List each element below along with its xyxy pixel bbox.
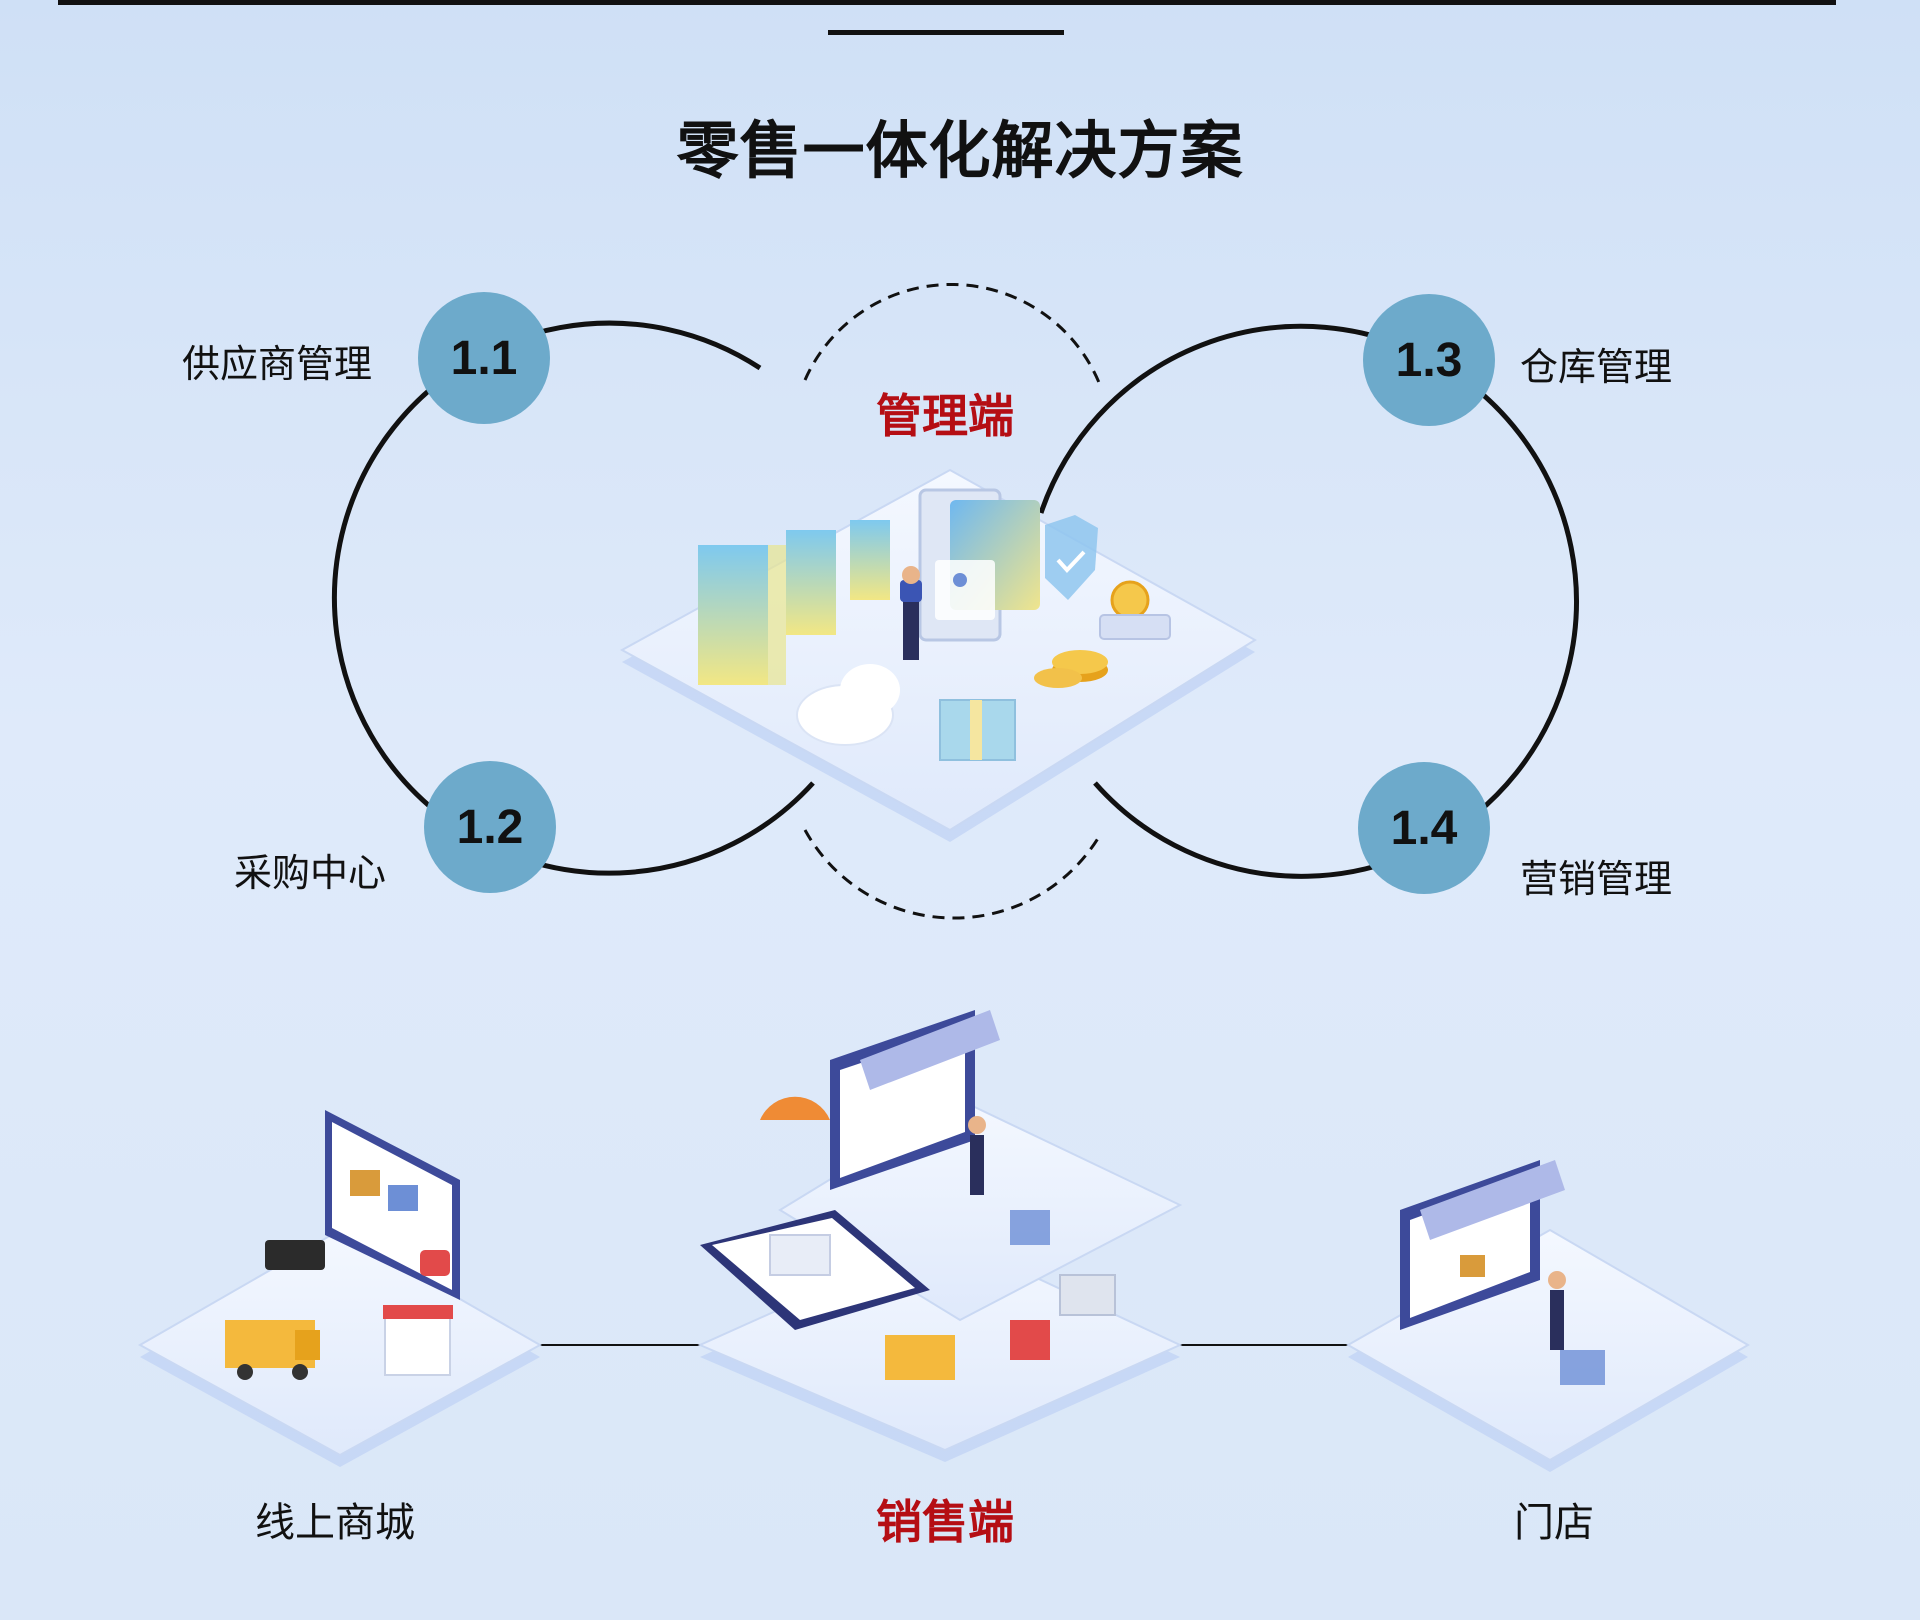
module-badge-1-4: 1.4 — [1358, 762, 1490, 894]
right-loop — [1038, 323, 1579, 879]
management-end-label: 管理端 — [876, 389, 1014, 443]
management-platform-illustration — [619, 468, 1257, 842]
module-label-supplier-management: 供应商管理 — [182, 342, 373, 386]
sales-hub-illustration — [697, 1010, 1183, 1462]
module-label-marketing-management: 营销管理 — [1520, 857, 1673, 901]
left-loop — [331, 320, 815, 876]
sales-end-label: 销售端 — [876, 1495, 1014, 1549]
channel-label-store: 门店 — [1514, 1500, 1594, 1546]
online-mall-illustration — [137, 1110, 543, 1467]
module-badge-1-1: 1.1 — [418, 292, 550, 424]
module-label-purchasing-center: 采购中心 — [234, 851, 387, 895]
dashed-arc-bottom — [803, 829, 1102, 920]
dashed-arc-top — [803, 282, 1102, 386]
channel-label-online-mall: 线上商城 — [255, 1500, 415, 1546]
module-label-warehouse-management: 仓库管理 — [1520, 345, 1673, 389]
title-rule — [828, 30, 1064, 35]
module-badge-1-3: 1.3 — [1363, 294, 1495, 426]
module-badge-1-2: 1.2 — [424, 761, 556, 893]
top-rule — [58, 0, 1836, 5]
store-illustration — [1345, 1160, 1750, 1472]
page-title: 零售一体化解决方案 — [676, 114, 1244, 187]
